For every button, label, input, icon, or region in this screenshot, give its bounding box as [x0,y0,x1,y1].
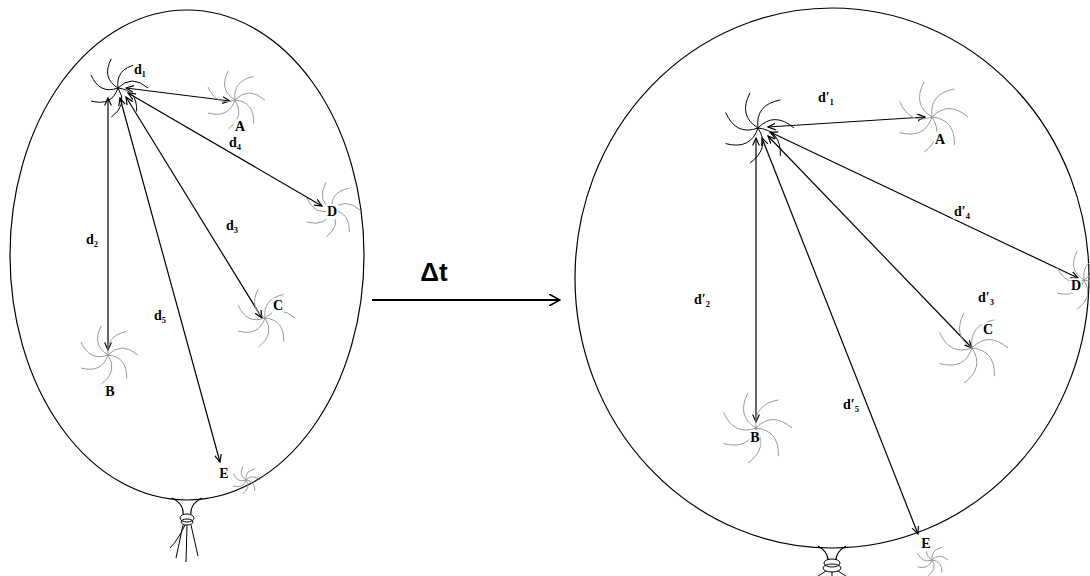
galaxy-arm [1084,280,1090,304]
galaxy-arm [964,348,977,383]
galaxy-arm [246,477,260,480]
balloon-neck [818,546,846,560]
balloon-knot [818,559,846,576]
galaxy-arm [1084,273,1090,280]
galaxy-arm [91,88,118,102]
galaxy-arm [726,128,758,145]
galaxy-arm [932,89,955,117]
galaxy-arm [118,81,148,88]
galaxy-label: C [982,322,994,337]
distance-label: d′₃ [977,290,995,305]
galaxy-arm [108,348,138,355]
distance-label: d₃ [225,218,239,233]
galaxy-arm [81,355,108,369]
galaxy-spiral [81,326,138,384]
galaxy-label: C [272,298,284,313]
distance-label: d₄ [228,135,242,150]
galaxy-arm [255,289,265,318]
galaxy-arm [1074,251,1084,280]
galaxy-arm [724,412,756,430]
galaxy-arm [225,71,235,100]
galaxy-arm [235,77,254,101]
distance-label: d₁ [133,62,147,77]
galaxy-arm [91,75,118,90]
distance-label: d′₁ [817,90,835,105]
galaxy-arm [726,112,758,130]
distance-label: d′₅ [842,397,860,412]
galaxies [81,59,1090,576]
galaxy-spiral [726,93,794,163]
galaxy-arm [265,318,284,342]
distance-label: d′₂ [693,292,711,307]
galaxy-spiral [91,59,148,117]
galaxy-arm [81,342,108,357]
galaxy-label: A [934,132,946,147]
galaxy-arm [756,420,792,428]
time-arrow [372,299,560,301]
galaxy-arm [920,82,933,117]
galaxy-arm [241,466,246,480]
galaxy-arm [108,355,127,379]
galaxy-arm [756,400,779,428]
galaxy-arm [932,556,948,560]
galaxy-arm [758,120,794,128]
galaxy-arm [932,109,968,117]
galaxy-label: D [1070,278,1082,293]
galaxy-label: A [234,119,246,134]
galaxy-arm [208,100,235,114]
galaxy-arm [238,318,265,332]
galaxy-arm [940,348,972,365]
galaxy-arm [118,88,137,112]
galaxy-arm [108,59,118,88]
galaxy-arm [918,553,932,561]
balloon-outline [575,8,1089,548]
galaxy-arm [208,87,235,102]
galaxy-label: E [920,536,931,551]
galaxy-arm [744,393,757,428]
distance-arrows [108,88,322,462]
galaxy-arm [972,348,994,376]
galaxy-arm [960,313,973,348]
galaxy-arm [746,93,759,128]
galaxy-label: E [218,466,229,481]
galaxy-arm [758,100,781,128]
galaxy-arm [265,295,284,319]
galaxy-arm [98,326,108,355]
balloon-neck [172,498,202,514]
balloon-outline [10,10,364,500]
galaxy-arm [932,548,942,561]
galaxy-arm [246,469,255,480]
galaxy-arm [233,474,246,481]
distance-label: d₂ [85,232,99,247]
distance-label: d′₄ [953,204,971,219]
time-step-label: Δt [417,258,450,287]
galaxy-spiral [233,466,260,493]
galaxy-arm [758,128,780,156]
galaxy-spiral [900,82,968,152]
galaxy-spiral [238,289,295,347]
balloon-knot [170,514,198,562]
galaxy-spiral [1057,251,1090,309]
galaxy-arm [972,340,1008,348]
galaxy-label: B [749,430,760,445]
galaxy-spiral [724,393,792,463]
galaxy-label: D [326,204,338,219]
galaxy-spiral [940,313,1008,383]
galaxy-arm [972,320,995,348]
galaxy-arm [238,305,265,320]
distance-arrows [756,117,1078,534]
galaxy-spiral [307,183,360,238]
galaxy-arm [900,101,932,119]
galaxy-arm [900,117,932,134]
galaxy-arm [748,428,761,463]
galaxy-label: B [104,384,115,399]
galaxy-arm [1084,257,1090,281]
galaxy-arm [940,332,972,350]
galaxy-arm [235,93,265,100]
galaxy-arm [750,128,763,163]
galaxy-arm [108,332,127,356]
distance-label: d₅ [153,308,167,323]
